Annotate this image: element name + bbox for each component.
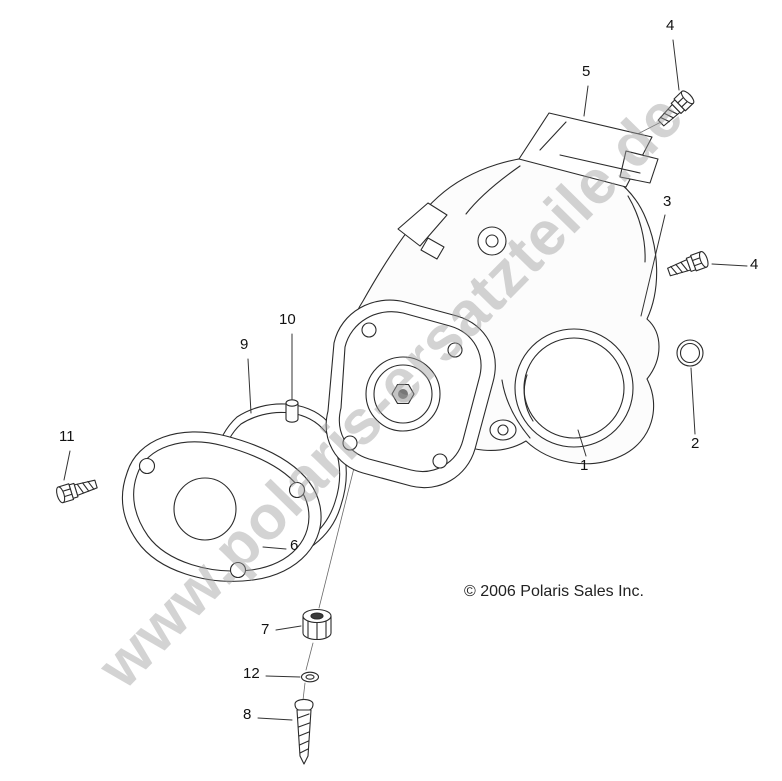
callout-4-top: 4 bbox=[666, 17, 675, 34]
callout-7: 7 bbox=[261, 621, 270, 638]
mounting-flange bbox=[325, 299, 496, 489]
callout-12: 12 bbox=[243, 665, 260, 682]
dowel-pin bbox=[285, 399, 299, 423]
screw-4-top-icon bbox=[654, 88, 697, 130]
spacer-nut bbox=[302, 608, 332, 641]
callout-1: 1 bbox=[580, 457, 589, 474]
callout-2: 2 bbox=[691, 435, 700, 452]
o-ring bbox=[676, 339, 704, 367]
copyright-text: © 2006 Polaris Sales Inc. bbox=[464, 583, 644, 600]
screw-11-icon bbox=[54, 475, 99, 505]
washer bbox=[300, 671, 320, 683]
callout-9: 9 bbox=[240, 336, 249, 353]
callout-3: 3 bbox=[663, 193, 672, 210]
callout-6: 6 bbox=[290, 537, 299, 554]
callout-11: 11 bbox=[59, 428, 75, 445]
throttle-bore bbox=[514, 328, 634, 448]
screw-8 bbox=[294, 698, 314, 765]
cover-plate bbox=[121, 431, 322, 582]
leader-lines bbox=[63, 39, 748, 721]
screw-4-right-icon bbox=[665, 249, 711, 281]
callout-4-right: 4 bbox=[750, 256, 759, 273]
sensor-module bbox=[518, 112, 659, 188]
callout-5: 5 bbox=[582, 63, 591, 80]
callout-10: 10 bbox=[279, 311, 296, 328]
callout-8: 8 bbox=[243, 706, 252, 723]
